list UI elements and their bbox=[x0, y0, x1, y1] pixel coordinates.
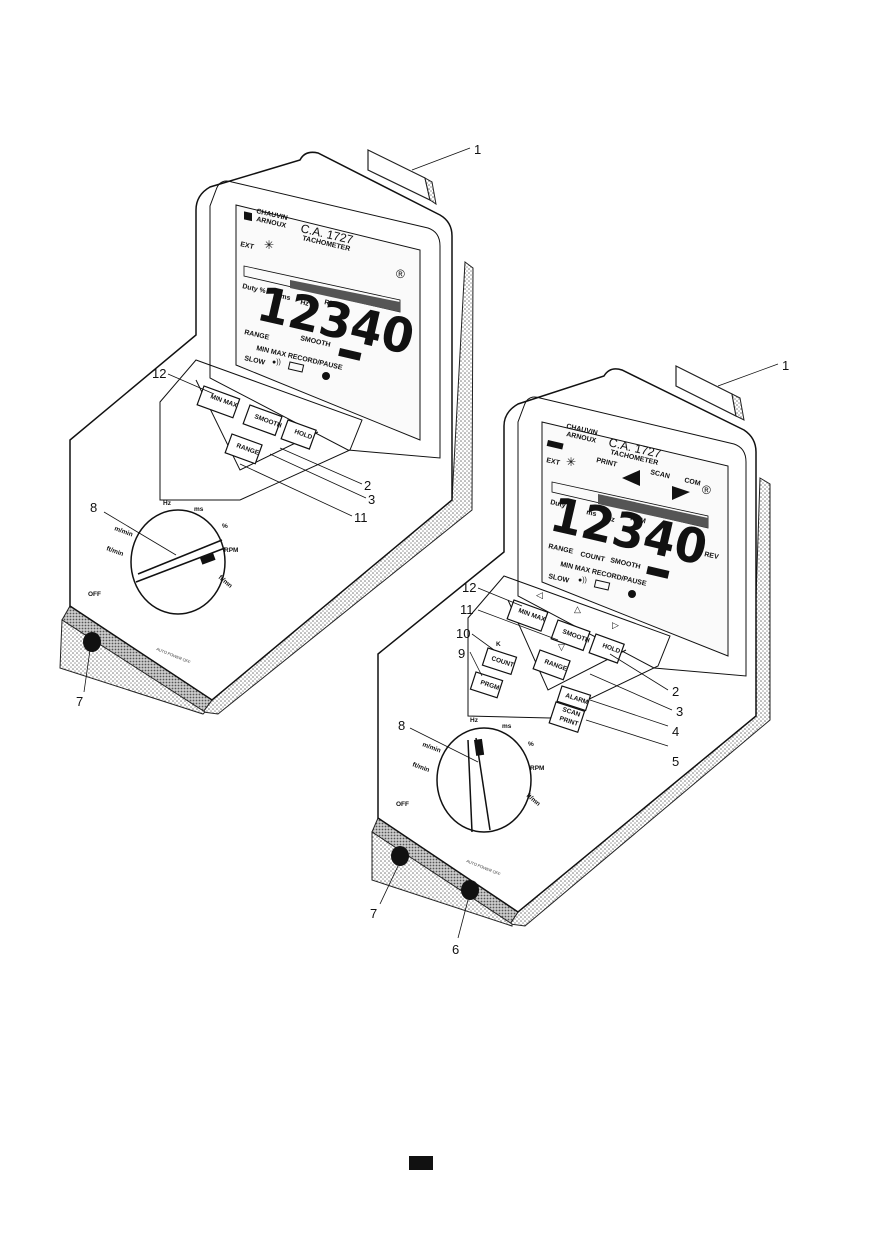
lcd-hold-flag-right bbox=[646, 566, 670, 579]
auto-off-icon-right bbox=[628, 590, 636, 598]
smooth-button-right[interactable]: SMOOTH bbox=[550, 619, 591, 652]
smooth-button-left[interactable]: SMOOTH bbox=[242, 404, 283, 437]
lcd-rev-right: REV bbox=[704, 551, 720, 561]
output-jack-right bbox=[461, 880, 479, 900]
lcd-rpm-left: RPM bbox=[324, 299, 341, 309]
page-number-box bbox=[409, 1156, 433, 1170]
lcd-range-flag-right bbox=[546, 439, 564, 450]
callout-1-left: 1 bbox=[474, 142, 481, 157]
dial-pct-right: % bbox=[528, 741, 534, 748]
lcd-window-right bbox=[541, 421, 729, 657]
tachometer-right: CHAUVIN ARNOUX C.A. 1727 TACHOMETER PRIN… bbox=[371, 365, 771, 927]
dial-off-left: OFF bbox=[88, 591, 101, 598]
lcd-slow-right: SLOW bbox=[548, 573, 570, 585]
lcd-ext-right: EXT bbox=[546, 457, 562, 467]
lcd-print-right: PRINT bbox=[596, 457, 619, 469]
auto-off-icon-left bbox=[322, 372, 330, 380]
callout-12-left: 12 bbox=[152, 366, 166, 381]
alarm-button-right[interactable]: ALARM bbox=[556, 685, 592, 712]
battery-icon-left bbox=[287, 361, 305, 373]
hold-circle-icon-left: ® bbox=[396, 267, 405, 281]
scan-print-button-right[interactable]: SCAN PRINT bbox=[548, 701, 586, 733]
hold-button-right[interactable]: HOLD bbox=[588, 633, 625, 664]
callout-12-right: 12 bbox=[462, 580, 476, 595]
arrow-left-icon-right: ◁ bbox=[536, 590, 543, 600]
callout-11-left: 11 bbox=[354, 510, 368, 525]
callout-4-right: 4 bbox=[672, 724, 679, 739]
callout-7-right: 7 bbox=[370, 906, 377, 921]
rotary-switch-right[interactable] bbox=[436, 727, 532, 833]
dial-ms-left: ms bbox=[194, 506, 204, 513]
lcd-hz-right: Hz bbox=[606, 515, 616, 524]
count-button-right[interactable]: COUNT bbox=[481, 647, 518, 676]
lcd-ms-left: ms bbox=[280, 293, 292, 302]
lcd-scan-right: SCAN bbox=[650, 469, 671, 480]
arrow-down-icon-right: ▽ bbox=[558, 642, 565, 652]
callout-2-left: 2 bbox=[364, 478, 371, 493]
dial-hz-left: Hz bbox=[163, 500, 172, 507]
lcd-slow-left: SLOW bbox=[244, 355, 266, 367]
callout-9-right: 9 bbox=[458, 646, 465, 661]
callout-1-right: 1 bbox=[782, 358, 789, 373]
rotary-switch-left[interactable] bbox=[130, 509, 226, 615]
buzzer-icon-left: ●)) bbox=[272, 359, 281, 366]
hold-button-left[interactable]: HOLD bbox=[280, 419, 317, 450]
arrow-right-icon-right: ▷ bbox=[612, 620, 619, 630]
callout-6-right: 6 bbox=[452, 942, 459, 957]
buzzer-icon-right: ●)) bbox=[578, 577, 587, 584]
input-jack-left bbox=[83, 632, 101, 652]
dial-rpm-left: RPM bbox=[224, 547, 238, 554]
minmax-button-left[interactable]: MIN MAX bbox=[196, 385, 241, 419]
lcd-window-left bbox=[235, 204, 421, 441]
callout-8-right: 8 bbox=[398, 718, 405, 733]
callouts-right bbox=[379, 363, 779, 939]
tachometer-left: CHAUVIN ARNOUX C.A. 1727 TACHOMETER EXT … bbox=[59, 149, 474, 715]
callout-5-right: 5 bbox=[672, 754, 679, 769]
dial-rpm-right: RPM bbox=[530, 765, 544, 772]
lcd-hold-flag-left bbox=[338, 348, 362, 361]
battery-icon-right bbox=[593, 579, 611, 591]
callout-7-left: 7 bbox=[76, 694, 83, 709]
lcd-com-right: COM bbox=[684, 477, 702, 488]
k-label-right: K bbox=[496, 641, 501, 648]
lcd-ext-left: EXT bbox=[240, 241, 256, 251]
callout-10-right: 10 bbox=[456, 626, 470, 641]
lcd-rpm-right: RPM bbox=[630, 515, 647, 525]
arrow-up-icon-right: △ bbox=[574, 604, 581, 614]
dial-pct-left: % bbox=[222, 523, 228, 530]
callout-2-right: 2 bbox=[672, 684, 679, 699]
minmax-button-right[interactable]: MIN MAX bbox=[506, 599, 549, 632]
backlight-icon-left: ✳ bbox=[264, 238, 274, 252]
callout-3-left: 3 bbox=[368, 492, 375, 507]
dial-ms-right: ms bbox=[502, 723, 512, 730]
callout-3-right: 3 bbox=[676, 704, 683, 719]
range-button-left[interactable]: RANGE bbox=[224, 433, 263, 465]
backlight-icon-right: ✳ bbox=[566, 455, 576, 469]
lcd-hz-left: Hz bbox=[300, 299, 310, 308]
hold-circle-icon-right: ® bbox=[702, 483, 711, 497]
prgm-button-right[interactable]: PRGM bbox=[469, 671, 504, 699]
callout-11-right: 11 bbox=[460, 602, 474, 617]
callout-8-left: 8 bbox=[90, 500, 97, 515]
dial-hz-right: Hz bbox=[470, 717, 479, 724]
lcd-ms-right: ms bbox=[586, 509, 598, 518]
callouts-left bbox=[83, 147, 471, 693]
range-button-right[interactable]: RANGE bbox=[532, 649, 571, 681]
alarm-arrows-icon-right bbox=[622, 470, 690, 500]
input-jack-right bbox=[391, 846, 409, 866]
dial-off-right: OFF bbox=[396, 801, 409, 808]
